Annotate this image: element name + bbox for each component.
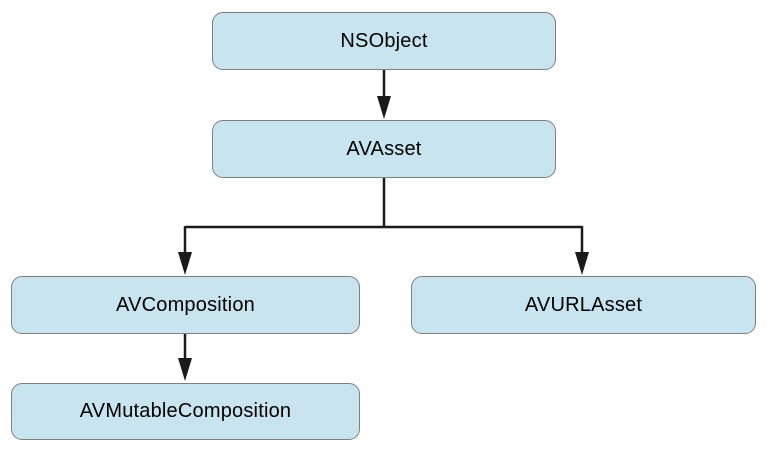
edge-avasset-avcomposition [178, 226, 192, 275]
node-avurlasset-label: AVURLAsset [524, 293, 643, 316]
edge-nsobject-avasset [377, 70, 391, 119]
edge-avcomposition-avmutablecomposition [178, 334, 192, 381]
node-avmutablecomposition-label: AVMutableComposition [79, 400, 292, 422]
node-avurlasset: AVURLAsset [411, 276, 756, 334]
edge-avasset-avurlasset [575, 226, 589, 275]
node-nsobject-label: NSObject [340, 29, 428, 52]
node-avasset-label: AVAsset [346, 137, 422, 160]
node-avcomposition-label: AVComposition [116, 293, 255, 316]
node-avasset: AVAsset [212, 120, 556, 178]
node-avcomposition: AVComposition [11, 276, 360, 334]
node-nsobject: NSObject [212, 12, 556, 70]
edge-avasset-branch [185, 178, 582, 229]
node-avmutablecomposition: AVMutableComposition [11, 383, 360, 440]
